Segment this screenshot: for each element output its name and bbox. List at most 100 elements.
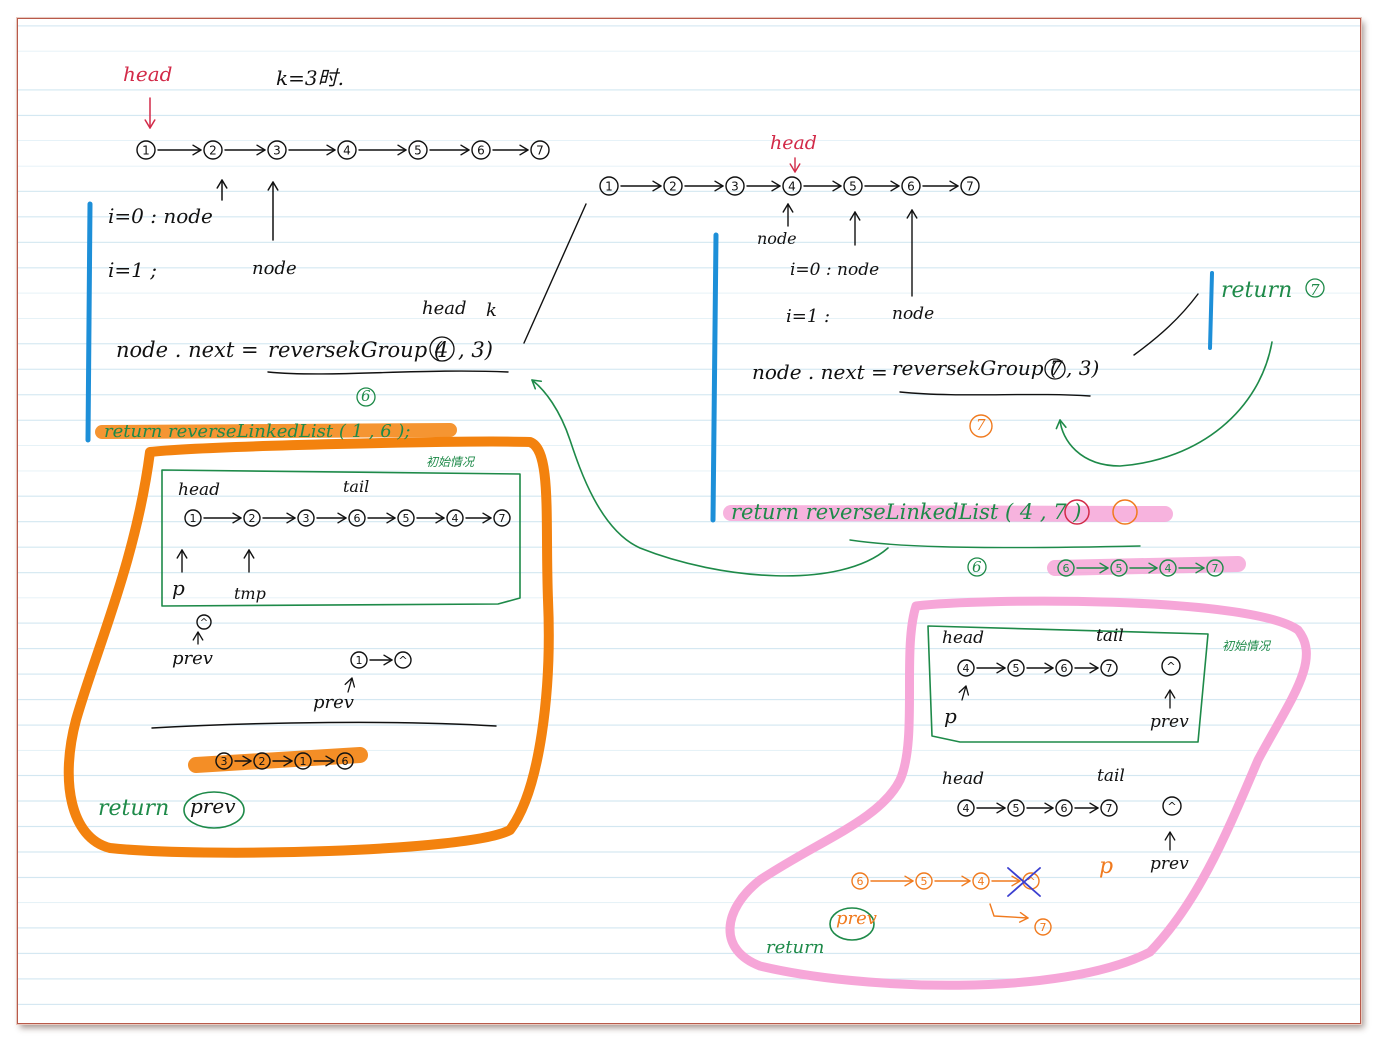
right-box-chain2-node-2: 6 bbox=[1061, 802, 1068, 815]
underline-return-right bbox=[849, 539, 1141, 549]
highlight-result-left bbox=[188, 747, 368, 773]
right-chain-node-4: 5 bbox=[849, 179, 857, 193]
call-k-label-left: k bbox=[486, 300, 497, 321]
right-chain-node-0-ring bbox=[599, 176, 619, 196]
left-chain-node-1-ring bbox=[203, 140, 223, 160]
right-box-chain-node-3: 7 bbox=[1106, 662, 1113, 675]
right-box-chain2-node-3: 7 bbox=[1106, 802, 1113, 815]
left-chain-node-6-ring bbox=[530, 140, 550, 160]
iter-i0-left: i=0 : node bbox=[108, 204, 213, 228]
iter-i1-left: i=1 ; bbox=[108, 258, 157, 282]
left-null-node-ring bbox=[196, 614, 212, 630]
right-chain-arrow-3-head bbox=[832, 180, 842, 192]
left-result-chain-node-2-ring bbox=[294, 752, 312, 770]
return-label-left: return bbox=[98, 796, 170, 821]
right-orange-chain-node-0: 6 bbox=[857, 875, 864, 888]
left-result-chain-node-1: 2 bbox=[259, 755, 266, 768]
prev-arrow-right-head bbox=[1164, 689, 1176, 699]
prev2-arrow-left-head bbox=[344, 677, 356, 688]
right-chain-arrow-5-head bbox=[949, 180, 959, 192]
p-arrow-right-head bbox=[958, 685, 970, 696]
left-chain-node-2: 3 bbox=[273, 143, 281, 157]
call-underline-right bbox=[899, 391, 1091, 397]
return-side-value: 7 bbox=[1310, 281, 1320, 299]
call-underline-left bbox=[267, 370, 509, 375]
left-null-node: ^ bbox=[200, 618, 208, 629]
left-chain-arrow-2-head bbox=[326, 144, 336, 156]
call-result-circle-right bbox=[969, 414, 993, 438]
redirect-arrow bbox=[989, 903, 1029, 919]
right-box-chain-arrow-2-head bbox=[1089, 662, 1099, 674]
left-chain-arrow-0-head bbox=[192, 144, 202, 156]
left-box-chain-node-4: 5 bbox=[403, 512, 410, 525]
orange-extra-node: 7 bbox=[1040, 921, 1047, 934]
result-below-right: 6 bbox=[972, 558, 982, 576]
left-box-chain-node-0: 1 bbox=[190, 512, 197, 525]
redirect-arrow-head bbox=[1018, 911, 1029, 923]
return-curve-left bbox=[531, 379, 889, 577]
return-value-left: prev bbox=[190, 794, 236, 818]
right-orange-chain-node-0-ring bbox=[851, 872, 869, 890]
left-box-chain-node-6-ring bbox=[493, 509, 511, 527]
call-result-circle-left bbox=[356, 387, 376, 407]
blue-bar-right bbox=[710, 232, 719, 523]
right-chain-arrow-4-head bbox=[890, 180, 900, 192]
right-orange-chain-node-3: ^ bbox=[1026, 875, 1035, 888]
orange-extra-node-ring bbox=[1034, 918, 1052, 936]
right-chain-node-3-ring bbox=[782, 176, 802, 196]
right-result-chain-node-3-ring bbox=[1206, 559, 1224, 577]
return-value-circle-right bbox=[829, 907, 875, 941]
left-chain-node-3: 4 bbox=[343, 143, 351, 157]
left-result-chain-node-0: 3 bbox=[221, 755, 228, 768]
left-box-chain-node-1: 2 bbox=[249, 512, 256, 525]
highlight-return-right bbox=[723, 505, 1173, 522]
left-box-chain-node-2: 3 bbox=[303, 512, 310, 525]
right-result-chain-node-0: 6 bbox=[1063, 562, 1070, 575]
head2-right: head bbox=[942, 769, 985, 789]
right-orange-chain-arrow-2-head bbox=[1011, 875, 1021, 887]
cross-out-null bbox=[1007, 867, 1041, 897]
left-chain-node-0-ring bbox=[136, 140, 156, 160]
prev2-arrow-left bbox=[347, 677, 353, 693]
box-title-left: 初始情况 bbox=[426, 455, 475, 469]
box-title-right: 初始情况 bbox=[1222, 639, 1271, 653]
left-box-chain-node-3-ring bbox=[348, 509, 366, 527]
left-box-chain-arrow-1-head bbox=[286, 512, 296, 524]
left-chain-node-4-ring bbox=[408, 140, 428, 160]
left-chain-arrow-4-head bbox=[460, 144, 470, 156]
p2-right: p bbox=[1099, 854, 1114, 879]
right-chain-node-1: 2 bbox=[669, 179, 677, 193]
call-result-left: 6 bbox=[361, 387, 371, 405]
return-side-label: return bbox=[1221, 278, 1293, 303]
left-box-chain-arrow-5-head bbox=[482, 512, 492, 524]
left-chain-node-3-ring bbox=[337, 140, 357, 160]
right-chain-node-3: 4 bbox=[788, 179, 796, 193]
left-box-chain-arrow-0-head bbox=[232, 512, 242, 524]
left-chain-node-0: 1 bbox=[142, 143, 150, 157]
right-orange-chain-node-1: 5 bbox=[921, 875, 928, 888]
k-note: k=3时. bbox=[276, 66, 344, 90]
right-chain-node-4-ring bbox=[843, 176, 863, 196]
call-fn-right: reversekGroup ( bbox=[892, 356, 1058, 380]
left-result-chain-arrow-1-head bbox=[283, 755, 293, 767]
left-chain-node-1: 2 bbox=[209, 143, 217, 157]
left-chain-node-6: 7 bbox=[536, 143, 544, 157]
return-label-right: return bbox=[766, 937, 825, 958]
left-result-chain-arrow-2-head bbox=[325, 755, 335, 767]
highlight-return-left bbox=[95, 423, 457, 439]
return-curve-left-head bbox=[531, 379, 543, 390]
right-box-chain-node-3-ring bbox=[1100, 659, 1118, 677]
return-value-circle-left bbox=[183, 791, 245, 829]
tail2-right: tail bbox=[1097, 766, 1125, 786]
left-chain-arrow-5-head bbox=[519, 144, 529, 156]
left-prev-chain-node-0-ring bbox=[350, 651, 368, 669]
right-box-chain-arrow-0-head bbox=[996, 662, 1006, 674]
right-chain-arrow-2-head bbox=[771, 180, 781, 192]
right-box-chain2-node-1-ring bbox=[1007, 799, 1025, 817]
right-box-chain2-node-2-ring bbox=[1055, 799, 1073, 817]
return-arg2-circle-right bbox=[1112, 499, 1138, 525]
right-box-null2: ^ bbox=[1167, 800, 1176, 813]
left-box-chain-node-1-ring bbox=[243, 509, 261, 527]
box-prev-right: prev bbox=[1150, 712, 1189, 732]
